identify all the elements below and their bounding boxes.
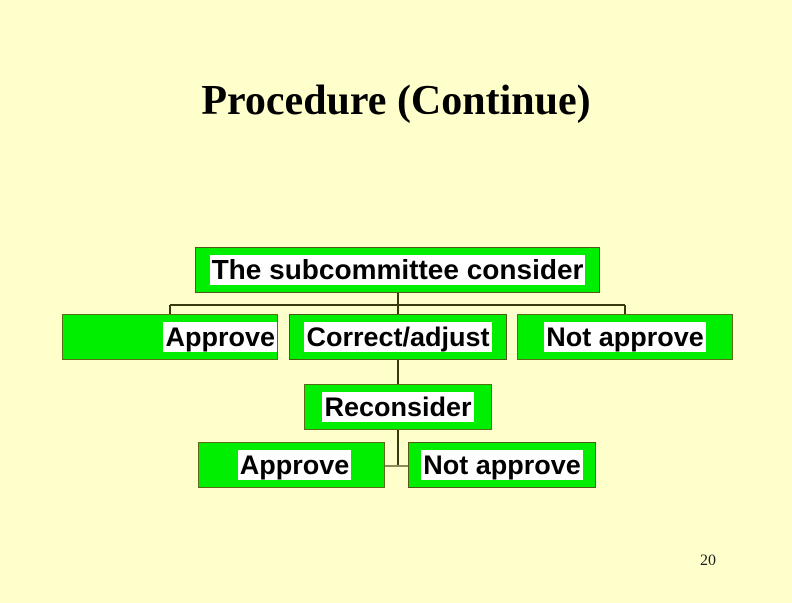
node-label: The subcommittee consider (209, 254, 586, 285)
node-approve-secondary[interactable]: Approve (198, 442, 385, 488)
node-the-subcommittee-consider[interactable]: The subcommittee consider (195, 247, 600, 293)
node-approve-primary[interactable]: Approve (62, 314, 278, 360)
node-reconsider[interactable]: Reconsider (304, 384, 492, 430)
node-label: Approve (237, 450, 352, 480)
node-correct-adjust[interactable]: Correct/adjust (289, 314, 507, 360)
node-label: Approve (163, 322, 277, 352)
node-label: Not approve (421, 450, 583, 480)
node-label: Reconsider (322, 392, 474, 422)
page-title: Procedure (Continue) (201, 78, 591, 124)
page-number: 20 (700, 552, 716, 569)
node-label: Not approve (544, 322, 706, 352)
node-not-approve-primary[interactable]: Not approve (517, 314, 733, 360)
node-label: Correct/adjust (304, 322, 492, 352)
node-not-approve-secondary[interactable]: Not approve (408, 442, 596, 488)
